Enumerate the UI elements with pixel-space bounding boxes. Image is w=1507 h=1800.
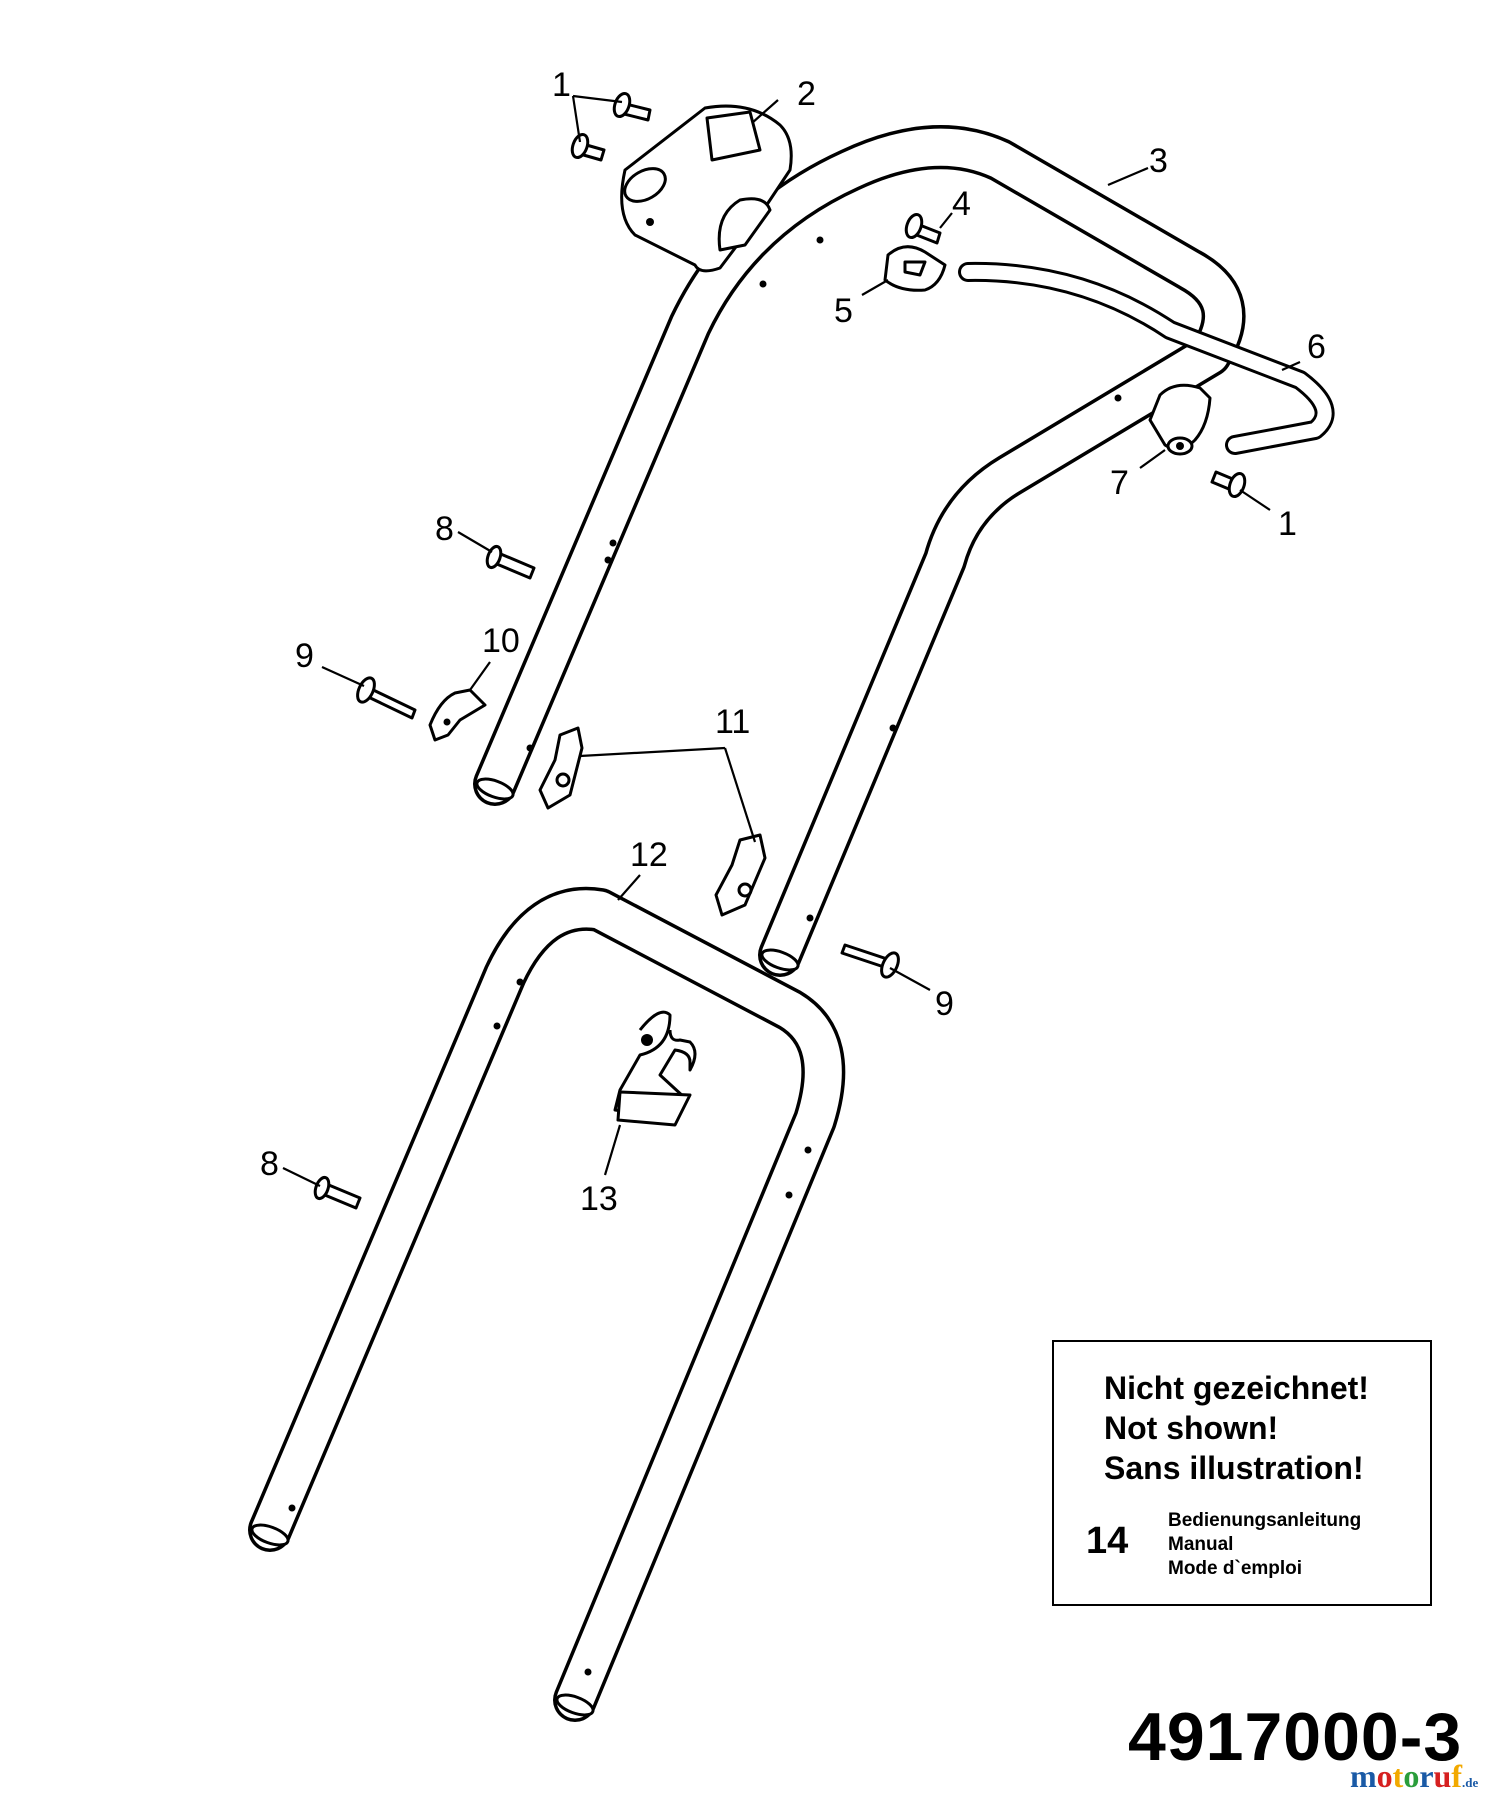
brand-tld: .de <box>1461 1775 1479 1790</box>
notice-item-fr: Mode d`emploi <box>1168 1558 1303 1579</box>
callout-13: 13 <box>580 1180 618 1218</box>
brand-letter: o <box>1376 1758 1393 1794</box>
callout-2: 2 <box>797 75 816 113</box>
callout-10: 10 <box>482 622 520 660</box>
clamp-part <box>1148 383 1212 456</box>
callout-labels: 1 2 3 4 5 6 7 1 8 9 10 11 12 9 13 8 <box>260 66 1326 1218</box>
leader-lines <box>282 94 1301 1187</box>
not-shown-notice: Nicht gezeichnet! Not shown! Sans illust… <box>1052 1340 1432 1606</box>
callout-9-right: 9 <box>935 985 954 1023</box>
brand-letter: t <box>1392 1758 1404 1794</box>
callout-12: 12 <box>630 836 668 874</box>
notice-line-en: Not shown! <box>1104 1410 1279 1446</box>
notice-line-de: Nicht gezeichnet! <box>1104 1370 1369 1406</box>
brand-letter: u <box>1433 1758 1452 1794</box>
brand-letter: m <box>1350 1758 1377 1794</box>
wing-nut-part <box>538 726 767 917</box>
callout-11: 11 <box>715 703 750 741</box>
upper-handle-bar <box>473 125 1246 977</box>
brand-letter: o <box>1403 1758 1420 1794</box>
screw-4-part <box>904 212 942 245</box>
notice-line-fr: Sans illustration! <box>1104 1450 1364 1486</box>
notice-item-en: Manual <box>1168 1534 1234 1555</box>
callout-9-left: 9 <box>295 637 314 675</box>
callout-1: 1 <box>552 66 571 104</box>
callout-8-lower: 8 <box>260 1145 279 1183</box>
cable-housing-part <box>620 104 793 273</box>
brand-name: motoruf <box>1350 1758 1462 1794</box>
screw-part <box>1210 470 1247 499</box>
lower-handle-bar <box>248 886 846 1722</box>
brand-watermark: motoruf.de <box>1350 1758 1478 1795</box>
callout-6: 6 <box>1307 328 1326 366</box>
notice-item-de: Bedienungsanleitung <box>1168 1510 1362 1531</box>
screw-part <box>570 91 652 162</box>
callout-5: 5 <box>834 292 853 330</box>
callout-7: 7 <box>1110 464 1129 502</box>
brand-letter: r <box>1419 1758 1434 1794</box>
callout-8-upper: 8 <box>435 510 454 548</box>
brand-letter: f <box>1451 1758 1462 1794</box>
plug-part <box>313 544 536 1210</box>
bracket-part <box>428 688 487 742</box>
cable-guide-part <box>613 1010 697 1127</box>
callout-1-right: 1 <box>1278 505 1297 543</box>
callout-4: 4 <box>952 185 971 223</box>
document-number: 4917000-3 <box>1128 1699 1463 1775</box>
callout-3: 3 <box>1149 142 1168 180</box>
cable-clip-part <box>883 245 947 292</box>
control-cable-part <box>958 261 1335 455</box>
notice-item-number: 14 <box>1086 1520 1129 1562</box>
